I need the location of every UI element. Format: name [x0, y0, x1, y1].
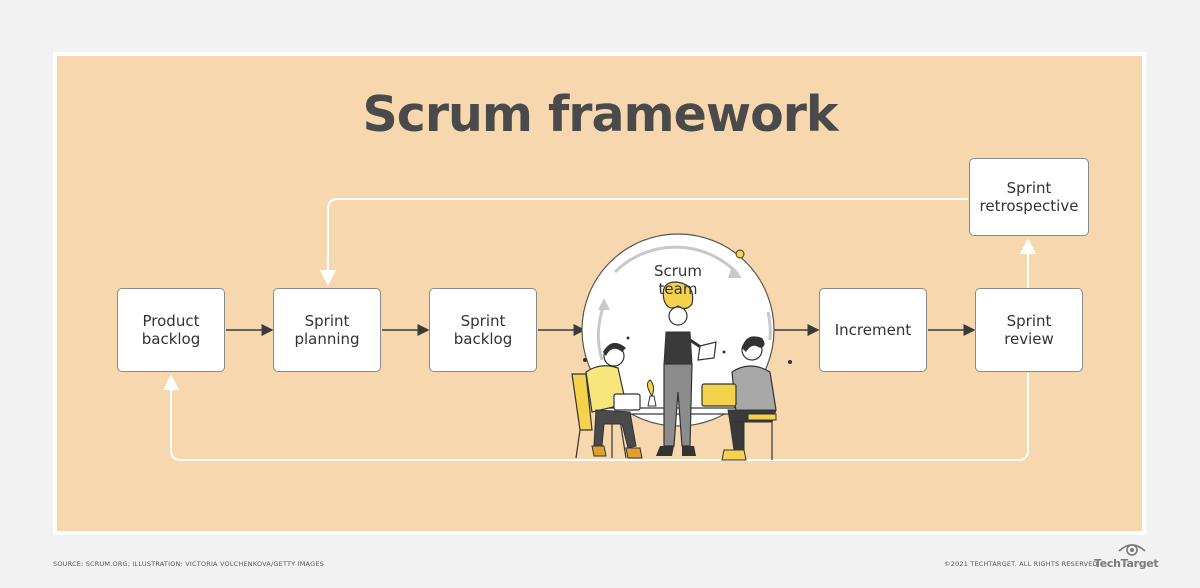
box-increment-label: Increment — [834, 321, 912, 339]
box-sprint-backlog: Sprint backlog — [429, 288, 537, 372]
box-sprint-retrospective: Sprint retrospective — [969, 158, 1089, 236]
box-sprint-planning: Sprint planning — [273, 288, 381, 372]
loop-review-to-product-backlog — [163, 373, 1029, 461]
scrum-team-illustration — [571, 233, 792, 461]
box-sprint-review-label: Sprint review — [1004, 312, 1054, 348]
copyright-notice: ©2021 TECHTARGET. ALL RIGHTS RESERVED — [944, 560, 1098, 568]
scrum-team-label: Scrum team — [653, 262, 703, 298]
box-increment: Increment — [819, 288, 927, 372]
loop-retrospective-to-planning — [320, 198, 968, 286]
box-sprint-backlog-label: Sprint backlog — [453, 312, 513, 348]
techtarget-logo[interactable]: TechTarget — [1094, 557, 1159, 570]
box-product-backlog-label: Product backlog — [141, 312, 201, 348]
box-sprint-retrospective-label: Sprint retrospective — [979, 179, 1079, 215]
source-credit: SOURCE: SCRUM.ORG; ILLUSTRATION: VICTORI… — [53, 560, 324, 568]
box-product-backlog: Product backlog — [117, 288, 225, 372]
page-title: Scrum framework — [362, 86, 838, 143]
box-sprint-planning-label: Sprint planning — [294, 312, 360, 348]
techtarget-eye-icon — [1118, 544, 1146, 556]
box-sprint-review: Sprint review — [975, 288, 1083, 372]
